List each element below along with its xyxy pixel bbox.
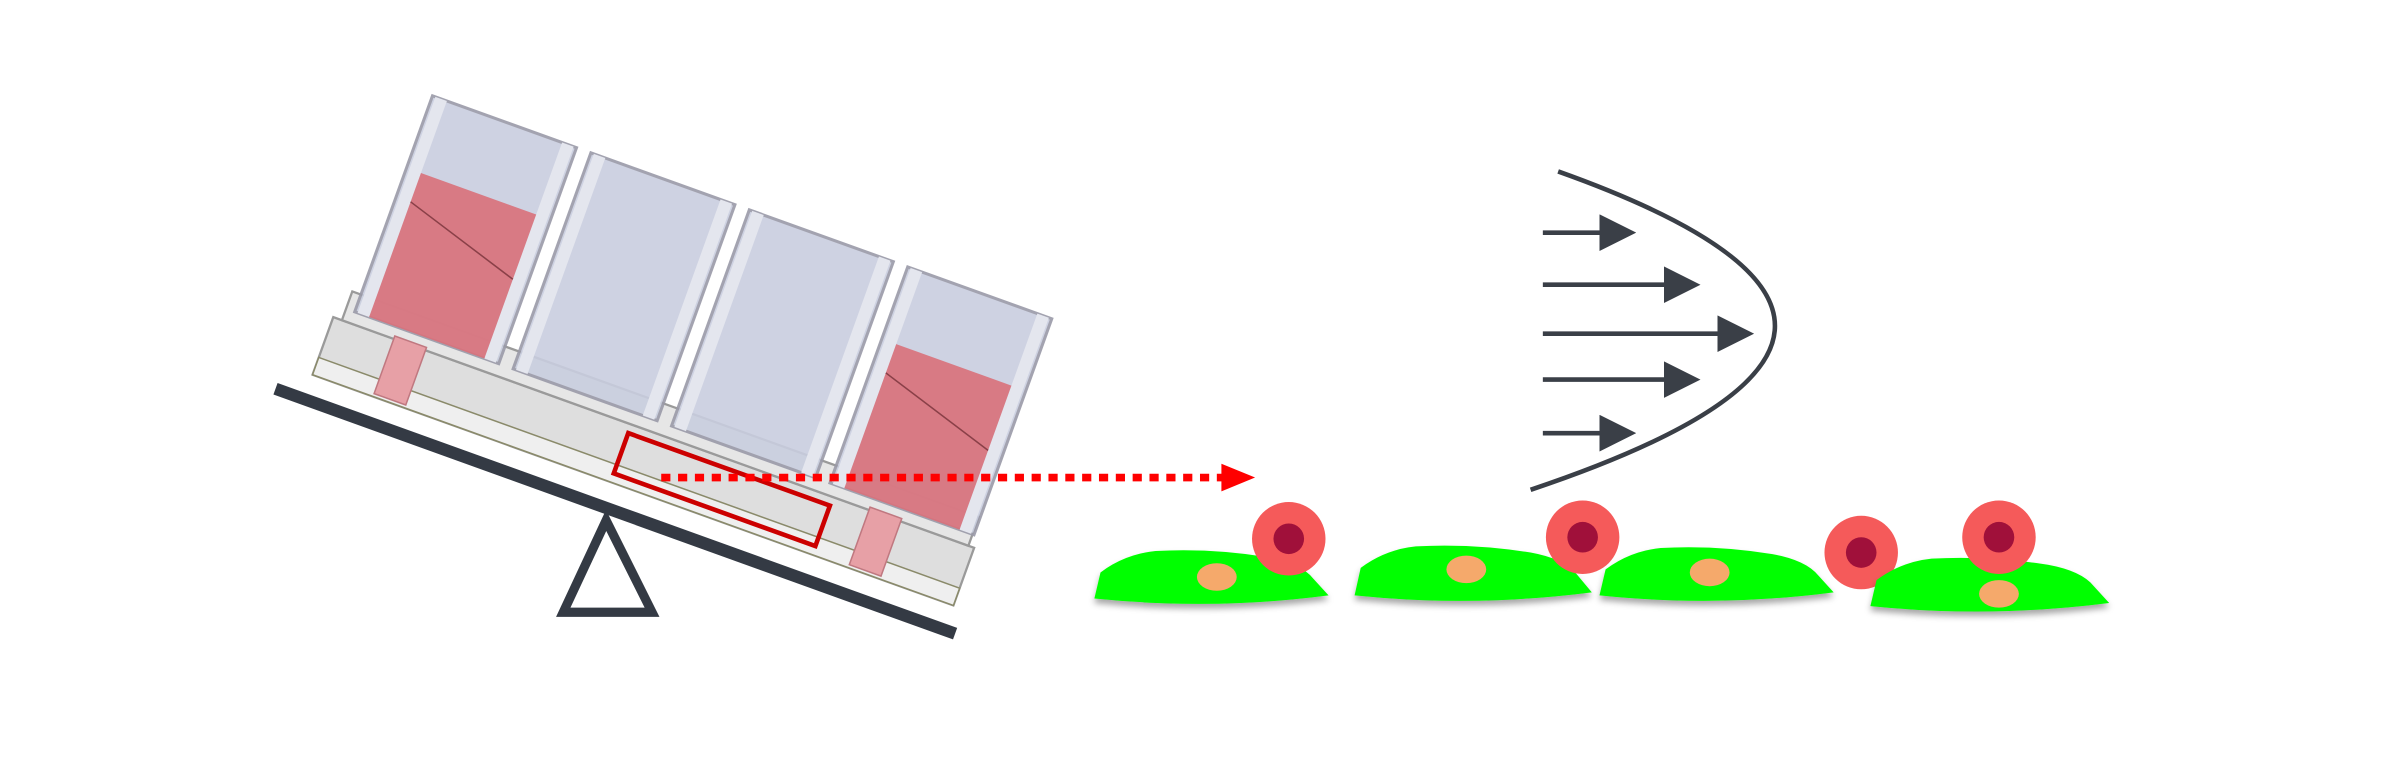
well-medium bbox=[844, 344, 1012, 530]
parabolic-profile-curve bbox=[1529, 169, 1778, 492]
endothelial-nucleus bbox=[1196, 563, 1237, 591]
well-wall-edge bbox=[642, 199, 733, 420]
well-4 bbox=[828, 264, 1054, 578]
endothelial-nucleus bbox=[1979, 580, 2019, 608]
well-medium-line bbox=[885, 372, 989, 451]
circulating-cell-nucleus bbox=[1273, 523, 1305, 555]
circulating-cell-nucleus bbox=[1567, 521, 1598, 553]
fulcrum-icon bbox=[556, 509, 660, 617]
well-1 bbox=[352, 93, 579, 407]
endothelial-cell-3 bbox=[1599, 515, 1898, 601]
velocity-profile bbox=[1529, 169, 1778, 492]
rocker-beam bbox=[273, 383, 958, 640]
circulating-cell bbox=[1545, 500, 1620, 574]
well-medium bbox=[369, 173, 537, 359]
circulating-cell bbox=[1252, 502, 1326, 576]
circulating-cell bbox=[1824, 515, 1898, 590]
circulating-cell-nucleus bbox=[1983, 521, 2015, 553]
circulating-cell-nucleus bbox=[1845, 537, 1877, 568]
endothelial-cell-1 bbox=[1094, 502, 1329, 604]
well-wall-edge bbox=[357, 96, 447, 318]
well-2 bbox=[511, 150, 737, 423]
well-cylinder bbox=[669, 207, 896, 480]
well-3 bbox=[669, 207, 896, 480]
endothelial-nucleus bbox=[1689, 558, 1730, 587]
channel-highlight-box bbox=[610, 430, 833, 549]
tilted-device bbox=[311, 93, 1054, 607]
endothelial-cell-4 bbox=[1870, 500, 2110, 612]
endothelial-cell-2 bbox=[1354, 500, 1620, 601]
well-wall-edge bbox=[801, 256, 891, 477]
well-port-pillar bbox=[848, 506, 903, 578]
well-wall-edge bbox=[484, 142, 574, 363]
zoom-arrow bbox=[661, 463, 1256, 492]
well-cylinder bbox=[511, 150, 737, 423]
circulating-cell bbox=[1962, 500, 2036, 574]
well-wall-edge bbox=[674, 210, 764, 432]
well-wall-edge bbox=[516, 153, 606, 375]
well-medium-line bbox=[410, 201, 514, 280]
endothelial-nucleus bbox=[1446, 555, 1487, 584]
well-wall-edge bbox=[832, 267, 923, 489]
well-port-pillar bbox=[373, 335, 428, 407]
rocker-platform bbox=[273, 93, 1054, 640]
cell-layer bbox=[1094, 500, 2110, 612]
